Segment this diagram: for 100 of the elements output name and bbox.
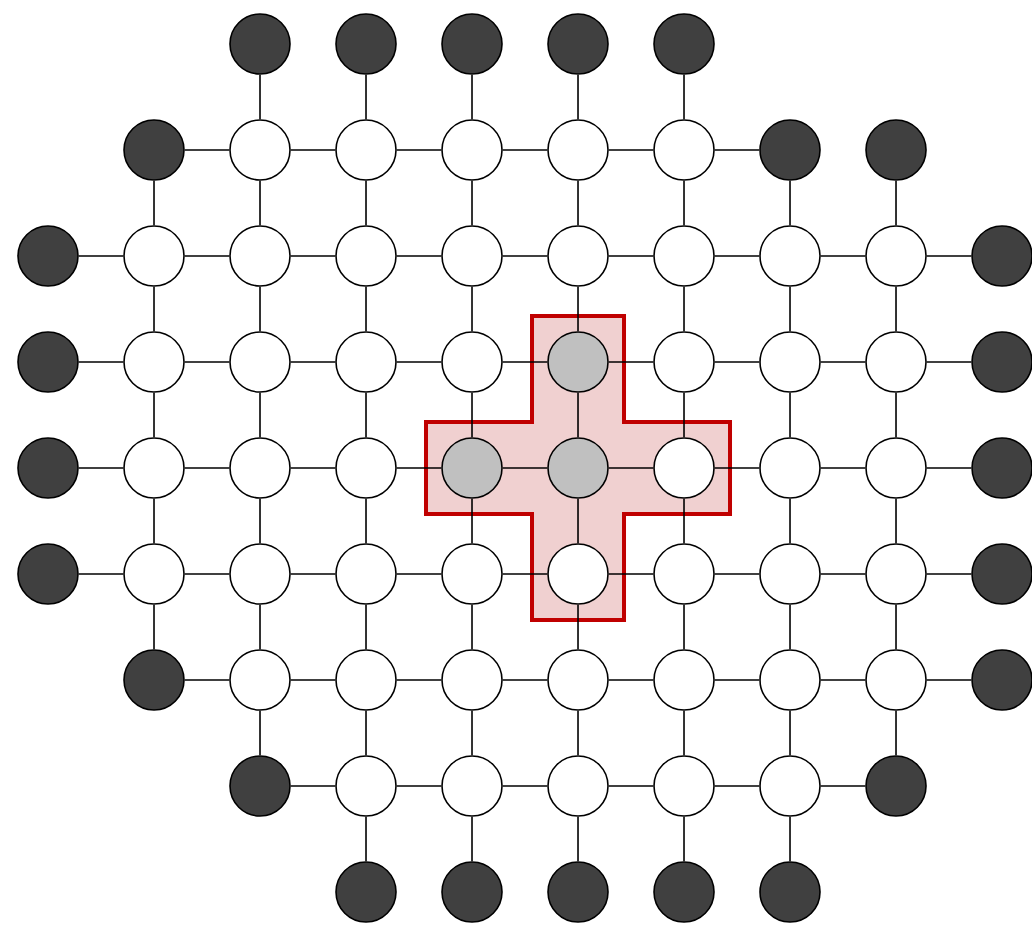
grid-line — [396, 785, 442, 787]
grid-line — [926, 255, 972, 257]
grid-node — [547, 13, 609, 75]
grid-node — [229, 755, 291, 817]
grid-node — [123, 331, 185, 393]
grid-line — [577, 710, 579, 756]
grid-line — [926, 467, 972, 469]
grid-node — [547, 543, 609, 605]
grid-node — [759, 543, 821, 605]
grid-node — [547, 437, 609, 499]
grid-node — [971, 543, 1032, 605]
grid-line — [926, 679, 972, 681]
grid-line — [365, 710, 367, 756]
grid-node — [335, 225, 397, 287]
grid-node — [123, 543, 185, 605]
grid-line — [184, 573, 230, 575]
grid-node — [335, 119, 397, 181]
grid-line — [396, 573, 442, 575]
grid-line — [789, 816, 791, 862]
grid-line — [471, 710, 473, 756]
grid-line — [789, 286, 791, 332]
grid-line — [259, 286, 261, 332]
grid-line — [789, 498, 791, 544]
grid-line — [365, 180, 367, 226]
grid-line — [184, 361, 230, 363]
grid-node — [865, 119, 927, 181]
grid-line — [153, 180, 155, 226]
grid-line — [895, 498, 897, 544]
grid-line — [471, 286, 473, 332]
grid-line — [820, 361, 866, 363]
grid-line — [78, 255, 124, 257]
grid-line — [502, 255, 548, 257]
grid-line — [502, 785, 548, 787]
grid-line — [895, 286, 897, 332]
grid-line — [471, 180, 473, 226]
grid-node — [441, 13, 503, 75]
grid-line — [502, 467, 548, 469]
grid-node — [865, 543, 927, 605]
grid-line — [259, 74, 261, 120]
grid-node — [653, 649, 715, 711]
grid-line — [608, 149, 654, 151]
grid-line — [259, 180, 261, 226]
grid-node — [229, 13, 291, 75]
grid-node — [229, 437, 291, 499]
grid-line — [683, 180, 685, 226]
grid-node — [971, 331, 1032, 393]
grid-line — [78, 573, 124, 575]
grid-node — [653, 755, 715, 817]
grid-line — [895, 710, 897, 756]
grid-line — [683, 392, 685, 438]
grid-line — [290, 255, 336, 257]
grid-node — [759, 331, 821, 393]
grid-node — [335, 13, 397, 75]
grid-line — [184, 679, 230, 681]
grid-line — [184, 255, 230, 257]
grid-line — [683, 286, 685, 332]
grid-node — [229, 649, 291, 711]
grid-node — [441, 861, 503, 923]
grid-line — [471, 392, 473, 438]
grid-node — [123, 119, 185, 181]
grid-node — [653, 225, 715, 287]
grid-line — [683, 816, 685, 862]
grid-line — [153, 286, 155, 332]
grid-node — [441, 331, 503, 393]
grid-line — [78, 361, 124, 363]
grid-line — [683, 498, 685, 544]
grid-line — [577, 816, 579, 862]
grid-line — [608, 467, 654, 469]
grid-node — [335, 331, 397, 393]
grid-line — [608, 785, 654, 787]
grid-line — [502, 679, 548, 681]
grid-line — [153, 392, 155, 438]
grid-line — [683, 74, 685, 120]
grid-line — [259, 392, 261, 438]
grid-node — [123, 225, 185, 287]
grid-line — [290, 467, 336, 469]
grid-node — [229, 331, 291, 393]
grid-node — [653, 331, 715, 393]
grid-node — [971, 437, 1032, 499]
grid-line — [471, 74, 473, 120]
grid-node — [653, 13, 715, 75]
grid-line — [78, 467, 124, 469]
grid-node — [335, 437, 397, 499]
grid-line — [365, 286, 367, 332]
grid-node — [759, 861, 821, 923]
grid-node — [335, 543, 397, 605]
grid-line — [789, 392, 791, 438]
grid-node — [653, 119, 715, 181]
grid-line — [895, 392, 897, 438]
grid-line — [789, 710, 791, 756]
grid-node — [335, 755, 397, 817]
grid-line — [577, 286, 579, 332]
grid-line — [184, 467, 230, 469]
grid-line — [365, 74, 367, 120]
grid-line — [259, 498, 261, 544]
grid-line — [608, 361, 654, 363]
grid-line — [153, 604, 155, 650]
grid-node — [441, 649, 503, 711]
grid-node — [759, 119, 821, 181]
grid-line — [926, 361, 972, 363]
